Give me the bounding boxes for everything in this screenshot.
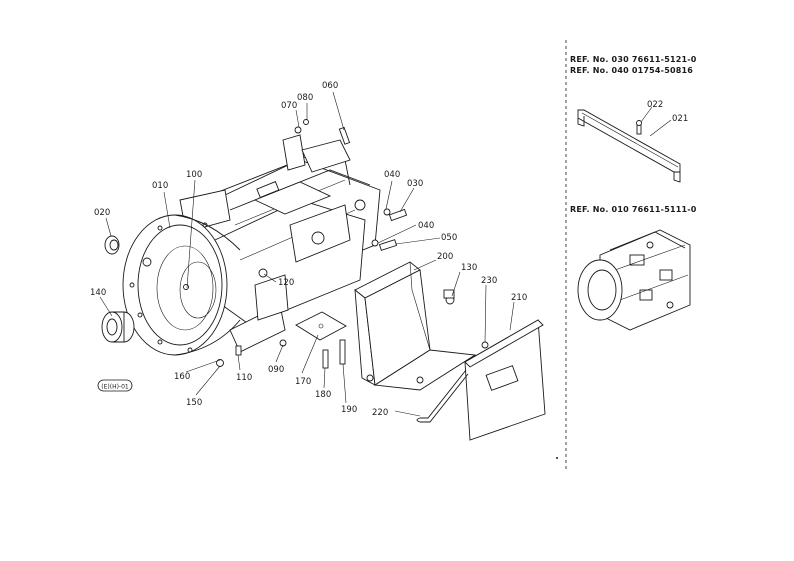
callout-130: 130 xyxy=(461,263,477,273)
plate-part xyxy=(295,311,347,341)
bushing-part xyxy=(101,311,135,343)
transmission-case-drawing xyxy=(122,119,408,367)
bar-part-inset xyxy=(577,109,681,183)
callout-110: 110 xyxy=(236,373,252,383)
rod-part xyxy=(416,369,469,423)
ref-040: REF. No. 040 01754-50816 xyxy=(570,66,694,75)
callout-190: 190 xyxy=(341,405,357,415)
callout-080: 080 xyxy=(297,93,313,103)
callout-060: 060 xyxy=(322,81,338,91)
stray-dot xyxy=(556,457,558,459)
leader-lines xyxy=(99,91,672,417)
case-assembly-inset xyxy=(577,229,691,331)
seal-part xyxy=(104,235,120,255)
callouts: 010 020 021 022 030 040 040 050 060 070 … xyxy=(90,81,688,418)
callout-180: 180 xyxy=(315,390,331,400)
callout-050: 050 xyxy=(441,233,457,243)
callout-022: 022 xyxy=(647,100,663,110)
callout-120: 120 xyxy=(278,278,294,288)
callout-230: 230 xyxy=(481,276,497,286)
callout-040-top: 040 xyxy=(384,170,400,180)
drawing-stamp: (E)(H)-01 xyxy=(97,379,133,392)
ref-030: REF. No. 030 76611-5121-0 xyxy=(570,55,697,64)
callout-021: 021 xyxy=(672,114,688,124)
callout-020: 020 xyxy=(94,208,110,218)
callout-140: 140 xyxy=(90,288,106,298)
callout-040: 040 xyxy=(418,221,434,231)
callout-200: 200 xyxy=(437,252,453,262)
ref-010: REF. No. 010 76611-5111-0 xyxy=(570,205,697,214)
callout-070: 070 xyxy=(281,101,297,111)
bolt-part xyxy=(322,349,329,369)
callout-090: 090 xyxy=(268,365,284,375)
stamp-text: (E)(H)-01 xyxy=(101,384,129,391)
callout-170: 170 xyxy=(295,377,311,387)
callout-150: 150 xyxy=(186,398,202,408)
callout-010: 010 xyxy=(152,181,168,191)
step-bracket-part xyxy=(354,261,477,391)
callout-220: 220 xyxy=(372,408,388,418)
callout-210: 210 xyxy=(511,293,527,303)
bolt-part-2 xyxy=(339,339,346,365)
callout-030: 030 xyxy=(407,179,423,189)
callout-100: 100 xyxy=(186,170,202,180)
callout-160: 160 xyxy=(174,372,190,382)
cover-plate-part xyxy=(464,319,546,441)
